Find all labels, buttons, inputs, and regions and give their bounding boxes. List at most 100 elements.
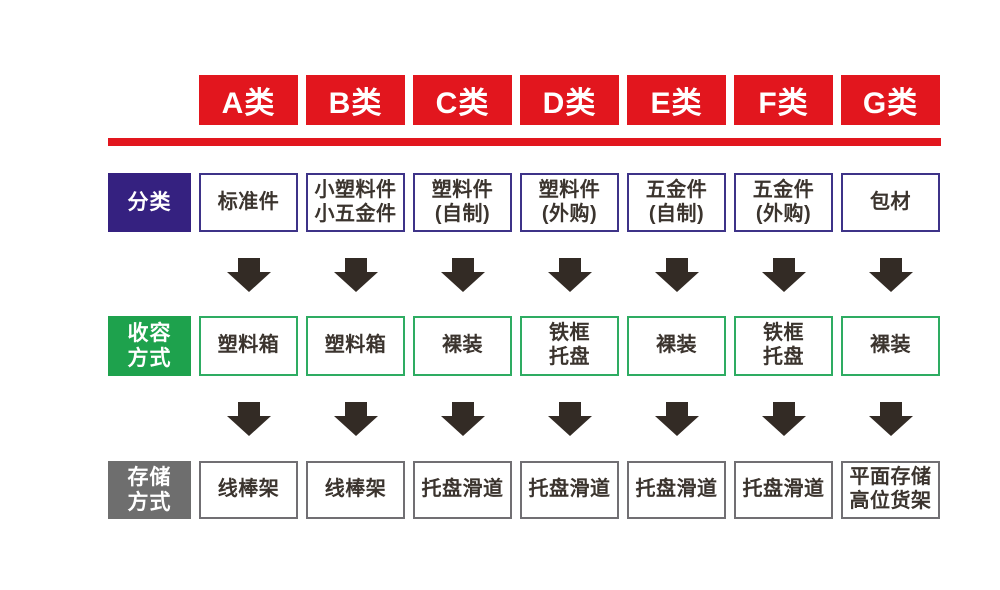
arrow-row [108,258,941,292]
cell-classification-b: 小塑料件小五金件 [306,173,405,232]
cell-line: 五金件 [752,178,815,201]
arrow-cell [520,402,619,436]
row-label-line: 方式 [127,491,172,514]
cell-containment-f: 铁框托盘 [734,316,833,376]
cell-line: 裸装 [442,334,483,357]
cell-line: (自制) [648,202,705,225]
cell-storage-b: 线棒架 [306,461,405,519]
column-header-b: B类 [306,75,405,125]
down-arrow-icon [654,258,699,292]
row-label-containment: 收容方式 [108,316,191,376]
cell-containment-a: 塑料箱 [199,316,298,376]
row-storage: 存储方式线棒架线棒架托盘滑道托盘滑道托盘滑道托盘滑道平面存储高位货架 [108,461,941,519]
arrow-cell [841,258,940,292]
down-arrow-icon [761,258,806,292]
arrow-cell [199,402,298,436]
column-header-e: E类 [627,75,726,125]
header-underline [108,138,941,146]
column-header-g: G类 [841,75,940,125]
down-arrow-icon [654,402,699,436]
cell-line: 标准件 [217,190,280,213]
cell-line: 塑料件 [538,178,601,201]
cell-storage-e: 托盘滑道 [627,461,726,519]
cell-line: 塑料箱 [217,334,280,357]
cell-line: 小塑料件 [314,178,397,201]
cell-line: 铁框 [549,322,590,345]
row-label-line: 收容 [127,321,172,345]
cell-containment-d: 铁框托盘 [520,316,619,376]
cell-line: (外购) [755,202,812,225]
row-label-line: 方式 [127,347,172,370]
row-label-storage: 存储方式 [108,461,191,519]
cell-classification-e: 五金件(自制) [627,173,726,232]
arrow-cell [413,402,512,436]
row-label-classification: 分类 [108,173,191,232]
cell-line: 线棒架 [217,478,280,501]
arrow-cell [627,402,726,436]
cell-line: 裸装 [870,334,911,357]
down-arrow-icon [333,258,378,292]
row-label-line: 分类 [127,190,172,214]
arrow-spacer [108,402,191,436]
cell-line: 托盘滑道 [421,478,504,501]
cell-line: (外购) [541,202,598,225]
cell-line: (自制) [434,202,491,225]
column-header-d: D类 [520,75,619,125]
down-arrow-icon [868,402,913,436]
cell-line: 塑料件 [431,178,494,201]
cell-line: 托盘 [549,346,590,368]
arrow-cell [199,258,298,292]
arrow-cell [520,258,619,292]
down-arrow-icon [547,258,592,292]
cell-classification-c: 塑料件(自制) [413,173,512,232]
arrow-cell [306,402,405,436]
column-header-c: C类 [413,75,512,125]
cell-storage-f: 托盘滑道 [734,461,833,519]
arrow-cell [734,258,833,292]
down-arrow-icon [547,402,592,436]
column-header-a: A类 [199,75,298,125]
cell-line: 铁框 [763,322,804,345]
arrow-row [108,402,941,436]
cell-containment-g: 裸装 [841,316,940,376]
cell-classification-a: 标准件 [199,173,298,232]
cell-line: 塑料箱 [324,334,387,357]
row-containment: 收容方式塑料箱塑料箱裸装铁框托盘裸装铁框托盘裸装 [108,316,941,376]
cell-line: 小五金件 [314,202,397,225]
cell-line: 包材 [870,190,911,213]
cell-line: 平面存储 [849,466,932,489]
cell-containment-c: 裸装 [413,316,512,376]
cell-classification-d: 塑料件(外购) [520,173,619,232]
cell-line: 五金件 [645,178,708,201]
down-arrow-icon [868,258,913,292]
cell-line: 高位货架 [849,490,932,512]
cell-storage-g: 平面存储高位货架 [841,461,940,519]
column-header-f: F类 [734,75,833,125]
arrow-spacer [108,258,191,292]
down-arrow-icon [440,402,485,436]
down-arrow-icon [226,402,271,436]
cell-containment-b: 塑料箱 [306,316,405,376]
cell-line: 托盘滑道 [635,478,718,501]
down-arrow-icon [333,402,378,436]
row-classification: 分类标准件小塑料件小五金件塑料件(自制)塑料件(外购)五金件(自制)五金件(外购… [108,173,941,232]
rows: 分类标准件小塑料件小五金件塑料件(自制)塑料件(外购)五金件(自制)五金件(外购… [108,173,941,519]
cell-line: 托盘滑道 [742,478,825,501]
arrow-cell [734,402,833,436]
cell-storage-d: 托盘滑道 [520,461,619,519]
cell-classification-f: 五金件(外购) [734,173,833,232]
arrow-cell [841,402,940,436]
down-arrow-icon [761,402,806,436]
cell-line: 线棒架 [324,478,387,501]
down-arrow-icon [226,258,271,292]
arrow-cell [413,258,512,292]
row-label-line: 存储 [127,465,172,489]
cell-classification-g: 包材 [841,173,940,232]
arrow-cell [306,258,405,292]
cell-line: 托盘滑道 [528,478,611,501]
cell-line: 托盘 [763,346,804,368]
arrow-cell [627,258,726,292]
cell-storage-a: 线棒架 [199,461,298,519]
